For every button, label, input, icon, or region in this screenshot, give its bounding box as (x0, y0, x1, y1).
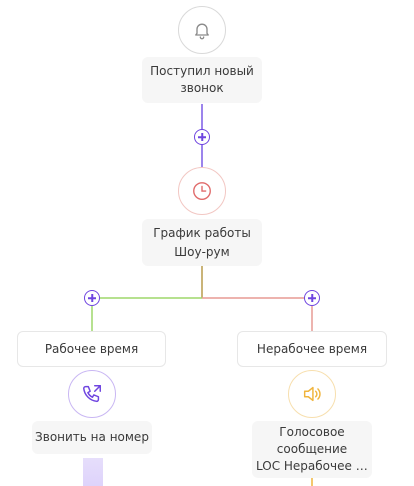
call-node-icon-circle[interactable] (68, 370, 116, 418)
voice-node-icon-circle[interactable] (288, 370, 336, 418)
schedule-node-icon-circle[interactable] (178, 167, 226, 215)
schedule-node-subtitle: Шоу-рум (174, 244, 230, 259)
voice-node-line1: Голосовое (279, 425, 345, 439)
branch-work-time[interactable]: Рабочее время (17, 331, 166, 367)
call-node-drop-placeholder (83, 458, 103, 486)
voice-node-card[interactable]: Голосовое сообщение LOC Нерабочее в... (252, 421, 372, 478)
branch-off-time[interactable]: Нерабочее время (237, 331, 387, 367)
voice-node-line2: сообщение (276, 442, 348, 456)
trigger-node-title-line2: звонок (180, 81, 224, 95)
trigger-node-title-line1: Поступил новый (150, 64, 254, 78)
call-node-label: Звонить на номер (35, 430, 149, 444)
branch-off-time-label: Нерабочее время (256, 341, 368, 356)
trigger-node-card[interactable]: Поступил новый звонок (142, 57, 262, 103)
voice-node-line3: LOC Нерабочее в... (256, 459, 368, 473)
add-work-time-step-button[interactable] (84, 290, 100, 306)
phone-forward-icon (83, 385, 101, 403)
branch-work-time-label: Рабочее время (44, 341, 139, 356)
add-off-time-step-button[interactable] (304, 290, 320, 306)
schedule-node-card[interactable]: График работы Шоу-рум (142, 219, 262, 266)
trigger-node-icon-circle[interactable] (178, 6, 226, 54)
bell-icon (195, 23, 209, 40)
clock-icon (193, 182, 211, 200)
speaker-icon (303, 386, 321, 402)
call-node-card[interactable]: Звонить на номер (32, 421, 152, 454)
add-step-button[interactable] (194, 129, 210, 145)
schedule-node-title: График работы (153, 225, 251, 240)
